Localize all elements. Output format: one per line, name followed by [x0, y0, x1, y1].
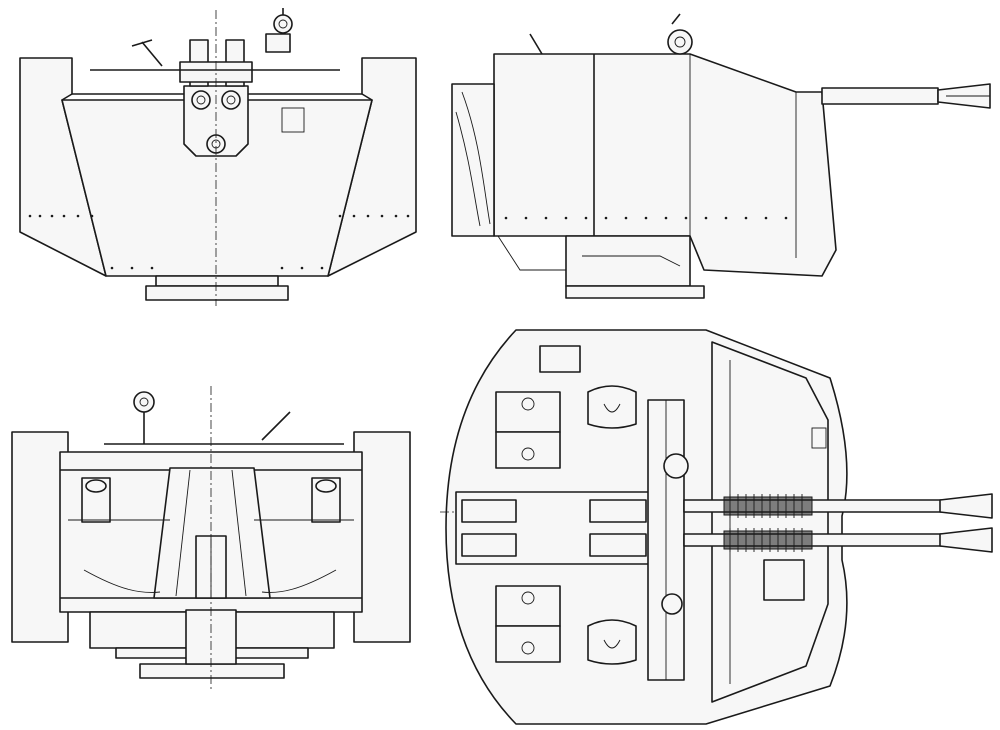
recoil-spring-lower — [723, 528, 813, 552]
rear-elevation-view — [11, 386, 411, 690]
seat-upper — [587, 385, 637, 429]
recoil-spring-upper — [723, 494, 813, 518]
side-elevation-view — [451, 13, 991, 299]
front-elevation-view — [19, 8, 417, 306]
plan-view — [440, 329, 993, 725]
seat-lower — [587, 619, 637, 665]
